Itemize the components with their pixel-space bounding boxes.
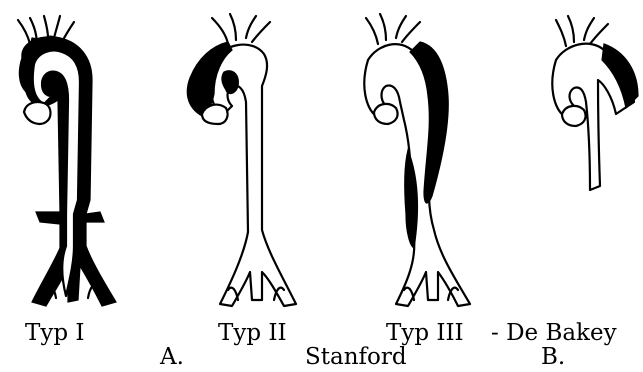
label-typ-iii: Typ III	[386, 322, 464, 345]
aorta-type-i	[18, 16, 116, 306]
aortic-root	[202, 105, 228, 124]
aorta-outline	[364, 44, 470, 306]
aorta-type-ii	[187, 14, 296, 306]
label-letter-a: A.	[160, 346, 184, 369]
label-typ-i: Typ I	[25, 322, 84, 345]
label-de-bakey: - De Bakey	[491, 322, 617, 345]
aortic-root	[374, 104, 398, 124]
aortic-root	[24, 102, 51, 124]
label-typ-ii: Typ II	[218, 322, 287, 345]
aorta-type-b	[552, 16, 638, 190]
label-letter-b: B.	[541, 346, 565, 369]
label-stanford: Stanford	[305, 346, 407, 369]
aortic-root	[562, 106, 586, 126]
aorta-type-iii	[364, 14, 470, 306]
